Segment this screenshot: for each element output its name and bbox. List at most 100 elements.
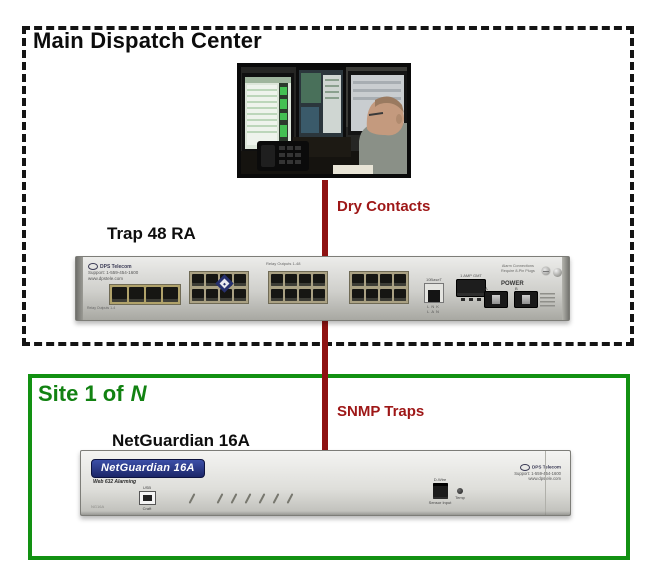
rack-ear-right (562, 257, 569, 320)
rj45-port-icon (352, 289, 364, 301)
lan-led-labels: LNK LAN (427, 304, 441, 314)
fuse-module: 1 AMP GMT (454, 273, 488, 301)
panel-shadow (81, 511, 570, 515)
netguardian-support: Support: 1-559-454-1600 (514, 471, 561, 476)
rj45-port-icon (352, 274, 364, 286)
power-connector-b (514, 291, 538, 308)
spec-text-block (540, 293, 555, 309)
rj45-row (352, 274, 406, 286)
power-b-label: B (515, 286, 518, 291)
power-label: POWER (501, 281, 524, 287)
rj45-port-icon (206, 289, 218, 301)
rj45-port-icon (285, 289, 297, 301)
dps-logo-icon (88, 263, 98, 270)
rj45-port-icon (366, 289, 378, 301)
trap48-label: Trap 48 RA (107, 224, 196, 243)
rj45-port-icon (380, 289, 392, 301)
rj45-port-icon (285, 274, 297, 286)
rj45-row (192, 289, 246, 301)
fuse-socket-icon (456, 279, 486, 297)
netguardian-label: NetGuardian 16A (112, 431, 250, 450)
trap48-relay-outputs-text: Relay Outputs 1-48 (266, 261, 301, 266)
site-title-prefix: Site 1 of (38, 381, 124, 406)
rj45-port-icon (394, 274, 406, 286)
rj45-row (352, 289, 406, 301)
rack-ear-left (76, 257, 83, 320)
rj45-port-icon (129, 287, 144, 302)
rj45-port-icon (192, 289, 204, 301)
netguardian-brand-block: DPS Telecom Support: 1-559-454-1600 www.… (511, 464, 561, 482)
dwire-label: D-Wire (433, 477, 447, 482)
fuse-pins (454, 298, 488, 301)
rj45-port-icon (299, 274, 311, 286)
temp-sensor-icon (457, 488, 463, 494)
fuse-label: 1 AMP GMT (460, 273, 482, 278)
fuse-knob-icon (553, 268, 562, 277)
dry-contacts-label: Dry Contacts (337, 198, 431, 215)
rj45-port-icon (313, 289, 325, 301)
sensor-input-label: Sensor Input (428, 500, 452, 505)
rj45-row (271, 289, 325, 301)
vent-slot-icon (216, 493, 224, 504)
vent-slot-icon (188, 493, 196, 504)
rj45-port-icon (394, 289, 406, 301)
dispatcher-photo (237, 63, 411, 178)
vent-slot-icon (286, 493, 294, 504)
alarm-input-jacks-2 (268, 271, 328, 304)
rj45-port-icon (366, 274, 378, 286)
trap48-device: DPS Telecom Support: 1-559-454-1600 www.… (75, 256, 570, 321)
alarm-input-jacks-1 (189, 271, 249, 304)
rj45-port-icon (234, 289, 246, 301)
main-dispatch-title: Main Dispatch Center (33, 28, 262, 53)
trap48-notice: Alarm Connections Require 8-Pin Plugs (501, 264, 535, 273)
trap48-website: www.dpstele.com (88, 275, 124, 281)
rj45-port-icon (163, 287, 178, 302)
dwire-port: D-Wire Sensor Input (425, 477, 455, 505)
dps-logo-icon (519, 464, 530, 471)
lan-port: 10BaseT LNK LAN (420, 277, 448, 314)
alarm-input-jacks-3 (349, 271, 409, 304)
rj45-port-icon (192, 274, 204, 286)
netguardian-brand: DPS Telecom (531, 464, 561, 470)
usb-jack-icon (138, 491, 156, 505)
usb-label: USB (142, 485, 152, 490)
rj45-port-icon (146, 287, 161, 302)
rj45-row (192, 274, 246, 286)
trap48-notice-line2: Require 8-Pin Plugs (501, 268, 535, 273)
rj45-row (112, 287, 178, 302)
power-a-label: A (485, 286, 488, 291)
power-connector-a (484, 291, 508, 308)
rj45-port-icon (271, 289, 283, 301)
netguardian-device: NetGuardian 16A Web 632 Alarming NG16A U… (80, 450, 571, 516)
trap48-brand: DPS Telecom (100, 263, 132, 270)
trap48-notice-line1: Alarm Connections (501, 264, 534, 268)
netguardian-model-note: NG16A (91, 504, 105, 509)
netguardian-subtitle: Web 632 Alarming (93, 479, 137, 485)
vent-slot-icon (244, 493, 252, 504)
rj45-port-icon (299, 289, 311, 301)
main-dispatch-box (22, 26, 634, 346)
temp-label: Temp (455, 495, 465, 500)
lan-port-label: 10BaseT (425, 277, 442, 282)
trap48-alarm-outputs-text: Relay Outputs 1-4 (87, 306, 116, 310)
trap48-brand-block: DPS Telecom Support: 1-559-454-1600 www.… (88, 263, 138, 281)
rj45-port-icon (234, 274, 246, 286)
vent-slot-icon (258, 493, 266, 504)
snmp-traps-label: SNMP Traps (337, 403, 425, 420)
site-box (28, 374, 630, 560)
temp-sensor: Temp (451, 488, 469, 500)
usb-port: USB Craft (135, 485, 159, 511)
vent-slot-icon (230, 493, 238, 504)
site-title-variable: N (130, 381, 147, 406)
trap48-support: Support: 1-559-454-1600 (88, 270, 139, 276)
rj45-port-icon (112, 287, 127, 302)
rj45-port-icon (380, 274, 392, 286)
dispatcher-photo-art (241, 67, 407, 174)
rj45-row (271, 274, 325, 286)
vent-slots (188, 493, 306, 504)
rj45-port-icon (313, 274, 325, 286)
panel-seam (545, 451, 546, 515)
rj45-port-icon (271, 274, 283, 286)
